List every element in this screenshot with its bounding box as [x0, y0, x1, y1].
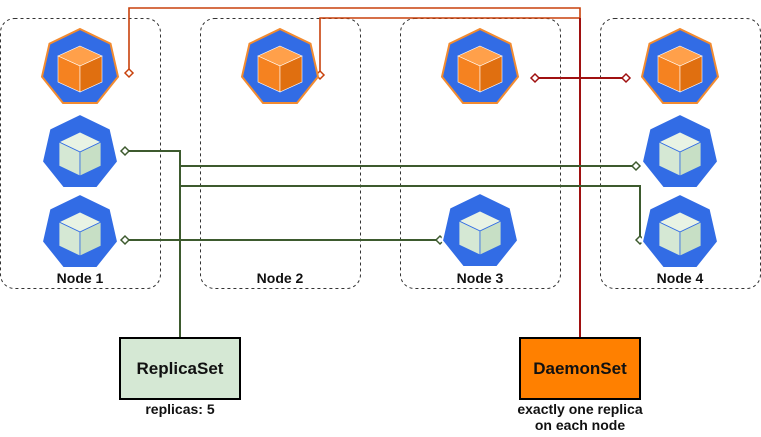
node-4: Node 4	[600, 18, 761, 289]
node-1: Node 1	[0, 18, 161, 289]
replicaset-link-node-1-pod-a	[125, 150, 181, 338]
daemonset-note-line-1: exactly one replica	[517, 401, 643, 417]
replicaset-link-endpoint-icon	[119, 145, 131, 157]
kubernetes-pod-green-icon	[41, 193, 119, 269]
node-2: Node 2	[200, 18, 361, 289]
replicaset-label: ReplicaSet	[137, 359, 224, 378]
replicaset-note: replicas: 5	[145, 401, 214, 417]
replicaset-connectors	[119, 145, 646, 338]
daemonset-link-endpoint-icon	[620, 72, 632, 84]
replicaset-link-node-4-pod-b	[180, 185, 641, 240]
kubernetes-pod-green-icon	[641, 113, 719, 189]
kubernetes-pod-green-icon	[641, 193, 719, 269]
node-2-box	[200, 18, 361, 289]
node-4-label: Node 4	[657, 270, 704, 286]
daemonset-connectors	[123, 7, 632, 338]
kubernetes-pod-orange-icon	[641, 28, 719, 104]
kubernetes-pod-orange-icon	[41, 28, 119, 104]
kubernetes-pod-orange-icon	[241, 28, 319, 104]
replicaset-box	[119, 337, 241, 400]
replicaset-link-endpoint-icon	[119, 234, 131, 246]
kubernetes-pod-green-icon	[441, 192, 519, 268]
daemonset-label: DaemonSet	[533, 359, 627, 378]
node-1-box	[0, 18, 161, 289]
replicaset-link-endpoint-icon	[630, 160, 642, 172]
node-4-box	[600, 18, 761, 289]
daemonset-link-endpoint-icon	[123, 67, 135, 79]
daemonset-box	[519, 337, 641, 400]
node-3-label: Node 3	[457, 270, 504, 286]
daemonset-controller: DaemonSet exactly one replica on each no…	[517, 337, 643, 433]
kubernetes-pod-green-icon	[41, 113, 119, 189]
daemonset-note-line-2: on each node	[535, 417, 625, 433]
kubernetes-pod-orange-icon	[441, 28, 519, 104]
node-1-label: Node 1	[57, 270, 104, 286]
node-2-label: Node 2	[257, 270, 304, 286]
replicaset-controller: ReplicaSet replicas: 5	[119, 337, 241, 417]
daemonset-link-node-2	[319, 17, 580, 75]
daemonset-link-endpoint-icon	[529, 72, 541, 84]
